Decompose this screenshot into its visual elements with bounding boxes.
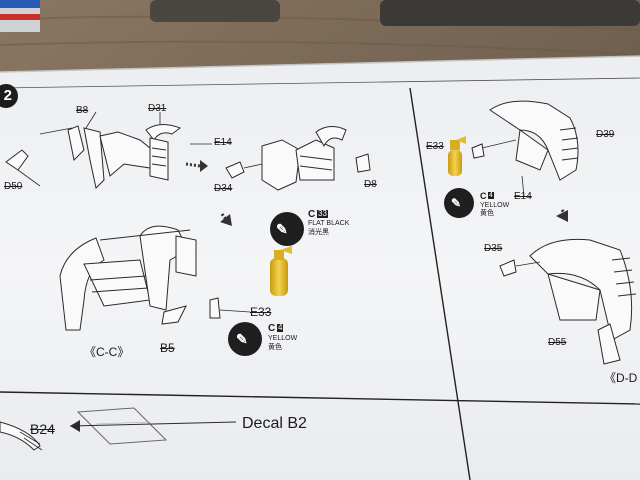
panel-divider-vertical: [409, 87, 471, 480]
decal-leader: [69, 421, 237, 427]
paint-name-black: FLAT BLACK: [308, 220, 350, 227]
paint-code-black: C: [308, 209, 316, 220]
part-d50-bracket: [5, 149, 29, 171]
decal-label-b2: Decal B2: [242, 415, 307, 432]
paint-num-black: 33: [317, 209, 328, 218]
view-label-d-d: 《D-D: [604, 371, 638, 385]
paint-code-yellow-right: C: [480, 191, 487, 201]
part-label-e33: E33: [250, 305, 272, 319]
paint-code-yellow-left: C: [268, 323, 276, 334]
part-label-d50: D50: [4, 181, 23, 192]
part-label-b8: B8: [76, 105, 89, 116]
paint-num-yellow-left: 4: [277, 323, 284, 332]
brush-icon: ✎: [451, 196, 462, 210]
paint-icon-yellow-left: [228, 322, 262, 356]
part-label-e33-right: E33: [426, 141, 444, 152]
part-label-b5: B5: [160, 341, 175, 355]
process-arrow-3: [560, 209, 568, 217]
part-b24-strip: [0, 421, 41, 451]
part-label-b24: B24: [30, 421, 55, 437]
part-label-d34: D34: [214, 183, 233, 194]
fire-extinguisher-left: [270, 246, 292, 296]
paint-pot-mid: [150, 0, 280, 22]
paint-pot-right: [380, 0, 640, 26]
part-label-d39: D39: [596, 129, 615, 140]
brush-icon: ✎: [276, 221, 288, 237]
panel-divider-horizontal: [0, 391, 640, 405]
paint-num-yellow-right: 4: [488, 192, 494, 199]
paint-name-yellow-right-cn: 黄色: [480, 210, 494, 217]
view-label-c-c: 《C-C》: [84, 345, 130, 359]
part-label-d35: D35: [484, 243, 503, 254]
paint-icon-yellow-right: [444, 188, 474, 218]
part-d35-clip: [499, 259, 517, 277]
paint-name-black-cn: 消光黑: [308, 229, 329, 236]
decal-b2-shape: [76, 407, 168, 445]
part-e33-mount: [209, 297, 221, 319]
brush-icon: ✎: [236, 331, 248, 347]
seat-frame-lower: [59, 225, 197, 331]
fire-extinguisher-right: [448, 136, 466, 176]
paint-name-yellow-left-cn: 黄色: [268, 344, 282, 351]
paint-name-yellow-right: YELLOW: [480, 202, 510, 209]
part-d8-clip: [355, 153, 371, 173]
part-label-e14-right: E14: [514, 191, 532, 202]
step-number-badge: 2: [0, 84, 18, 108]
part-label-d31: D31: [148, 103, 167, 114]
paint-icon-flat-black: [270, 212, 304, 246]
part-label-e14: E14: [214, 137, 232, 148]
paint-name-yellow-left: YELLOW: [268, 335, 298, 342]
part-label-d55: D55: [548, 337, 567, 348]
seat-frame-left-top: [67, 124, 182, 190]
seat-frame-right-top: [489, 100, 579, 181]
part-d34-clip: [225, 161, 245, 179]
part-b5-tab: [161, 305, 187, 325]
part-label-d8: D8: [364, 179, 377, 190]
seat-frame-right-lower: [529, 238, 637, 365]
seat-frame-mid: [261, 126, 347, 191]
part-e33-mount-right: [471, 143, 485, 159]
